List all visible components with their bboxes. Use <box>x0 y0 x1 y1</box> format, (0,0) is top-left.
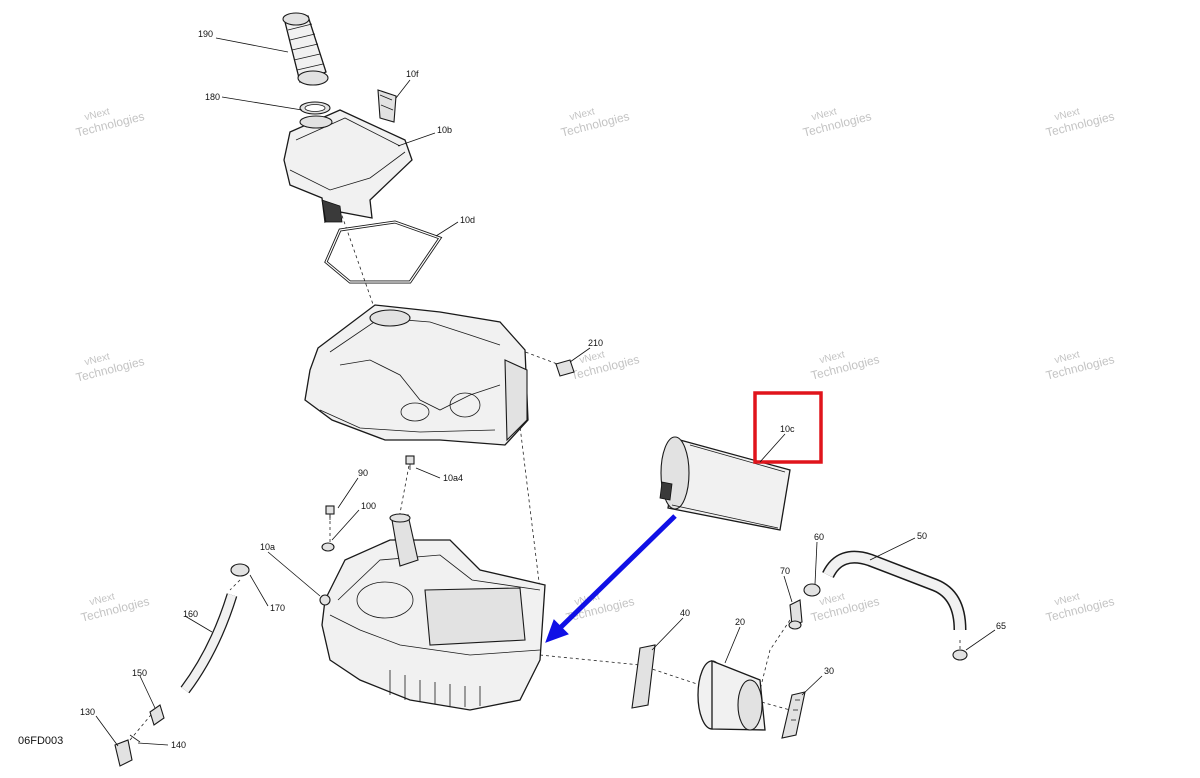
watermark: vNext Technologies <box>569 349 640 382</box>
callout-170: 170 <box>270 603 285 613</box>
part-190-intake-boot <box>282 12 329 86</box>
callout-20: 20 <box>735 617 745 627</box>
part-main-cover <box>304 304 529 446</box>
part-20-adapter <box>697 660 766 731</box>
highlight-box <box>753 391 823 464</box>
part-210-clip <box>555 359 575 377</box>
watermark: vNext Technologies <box>559 106 630 139</box>
watermark: vNext Technologies <box>79 591 150 624</box>
callout-60: 60 <box>814 532 824 542</box>
callout-140: 140 <box>171 740 186 750</box>
callout-100: 100 <box>361 501 376 511</box>
watermark-layer: vNext Technologies vNext Technologies vN… <box>74 106 1115 624</box>
callout-50: 50 <box>917 531 927 541</box>
part-10f-clip <box>377 89 397 123</box>
part-10c-filter-element <box>659 436 791 531</box>
callout-70: 70 <box>780 566 790 576</box>
part-130-valve <box>114 734 141 767</box>
callout-40: 40 <box>680 608 690 618</box>
callout-65: 65 <box>996 621 1006 631</box>
callout-10a: 10a <box>260 542 275 552</box>
callout-10b: 10b <box>437 125 452 135</box>
part-90-screw-lower <box>325 505 335 520</box>
callout-150: 150 <box>132 668 147 678</box>
callout-10f: 10f <box>406 69 419 79</box>
assembly-line <box>519 349 561 366</box>
part-60-clamp <box>803 583 821 597</box>
part-160-drain-tube <box>180 593 238 694</box>
watermark: vNext Technologies <box>801 106 872 139</box>
highlight-overlay <box>545 391 823 643</box>
part-100-washer <box>321 542 335 552</box>
watermark: vNext Technologies <box>809 349 880 382</box>
callout-190: 190 <box>198 29 213 39</box>
part-150-connector <box>149 704 165 726</box>
watermark: vNext Technologies <box>1044 591 1115 624</box>
watermark: vNext Technologies <box>1044 349 1115 382</box>
assembly-lines <box>129 209 961 741</box>
part-10b-upper-housing <box>283 109 413 224</box>
highlight-arrow-shaft <box>558 514 677 630</box>
part-170-clamp <box>230 563 250 577</box>
assembly-line <box>517 409 541 591</box>
part-10a-lower-housing <box>319 513 546 711</box>
watermark: vNext Technologies <box>74 106 145 139</box>
watermark: vNext Technologies <box>74 351 145 384</box>
watermark: vNext Technologies <box>1044 106 1115 139</box>
part-70-fitting <box>788 599 803 630</box>
part-50-breather-hose <box>822 550 967 631</box>
callout-160: 160 <box>183 609 198 619</box>
part-90-screw <box>405 455 415 470</box>
part-10d-gasket <box>324 220 443 284</box>
part-30-clamp <box>781 691 806 739</box>
callout-90: 90 <box>358 468 368 478</box>
diagram-code: 06FD003 <box>18 735 63 747</box>
callout-10a4: 10a4 <box>443 473 463 483</box>
part-180-clamp <box>299 101 331 115</box>
assembly-line <box>759 619 791 691</box>
callout-180: 180 <box>205 92 220 102</box>
callout-10d: 10d <box>460 215 475 225</box>
callout-30: 30 <box>824 666 834 676</box>
callout-130: 130 <box>80 707 95 717</box>
callout-210: 210 <box>588 338 603 348</box>
leader-lines <box>95 37 996 747</box>
part-40-gasket <box>631 644 656 709</box>
assembly-line <box>229 579 241 591</box>
callout-10c: 10c <box>780 424 795 434</box>
part-65-clamp <box>952 649 968 661</box>
highlight-arrow-head <box>545 619 569 643</box>
callout-labels: 190 180 10f 10b 10d 210 10c 90 10a4 100 … <box>80 29 1006 750</box>
